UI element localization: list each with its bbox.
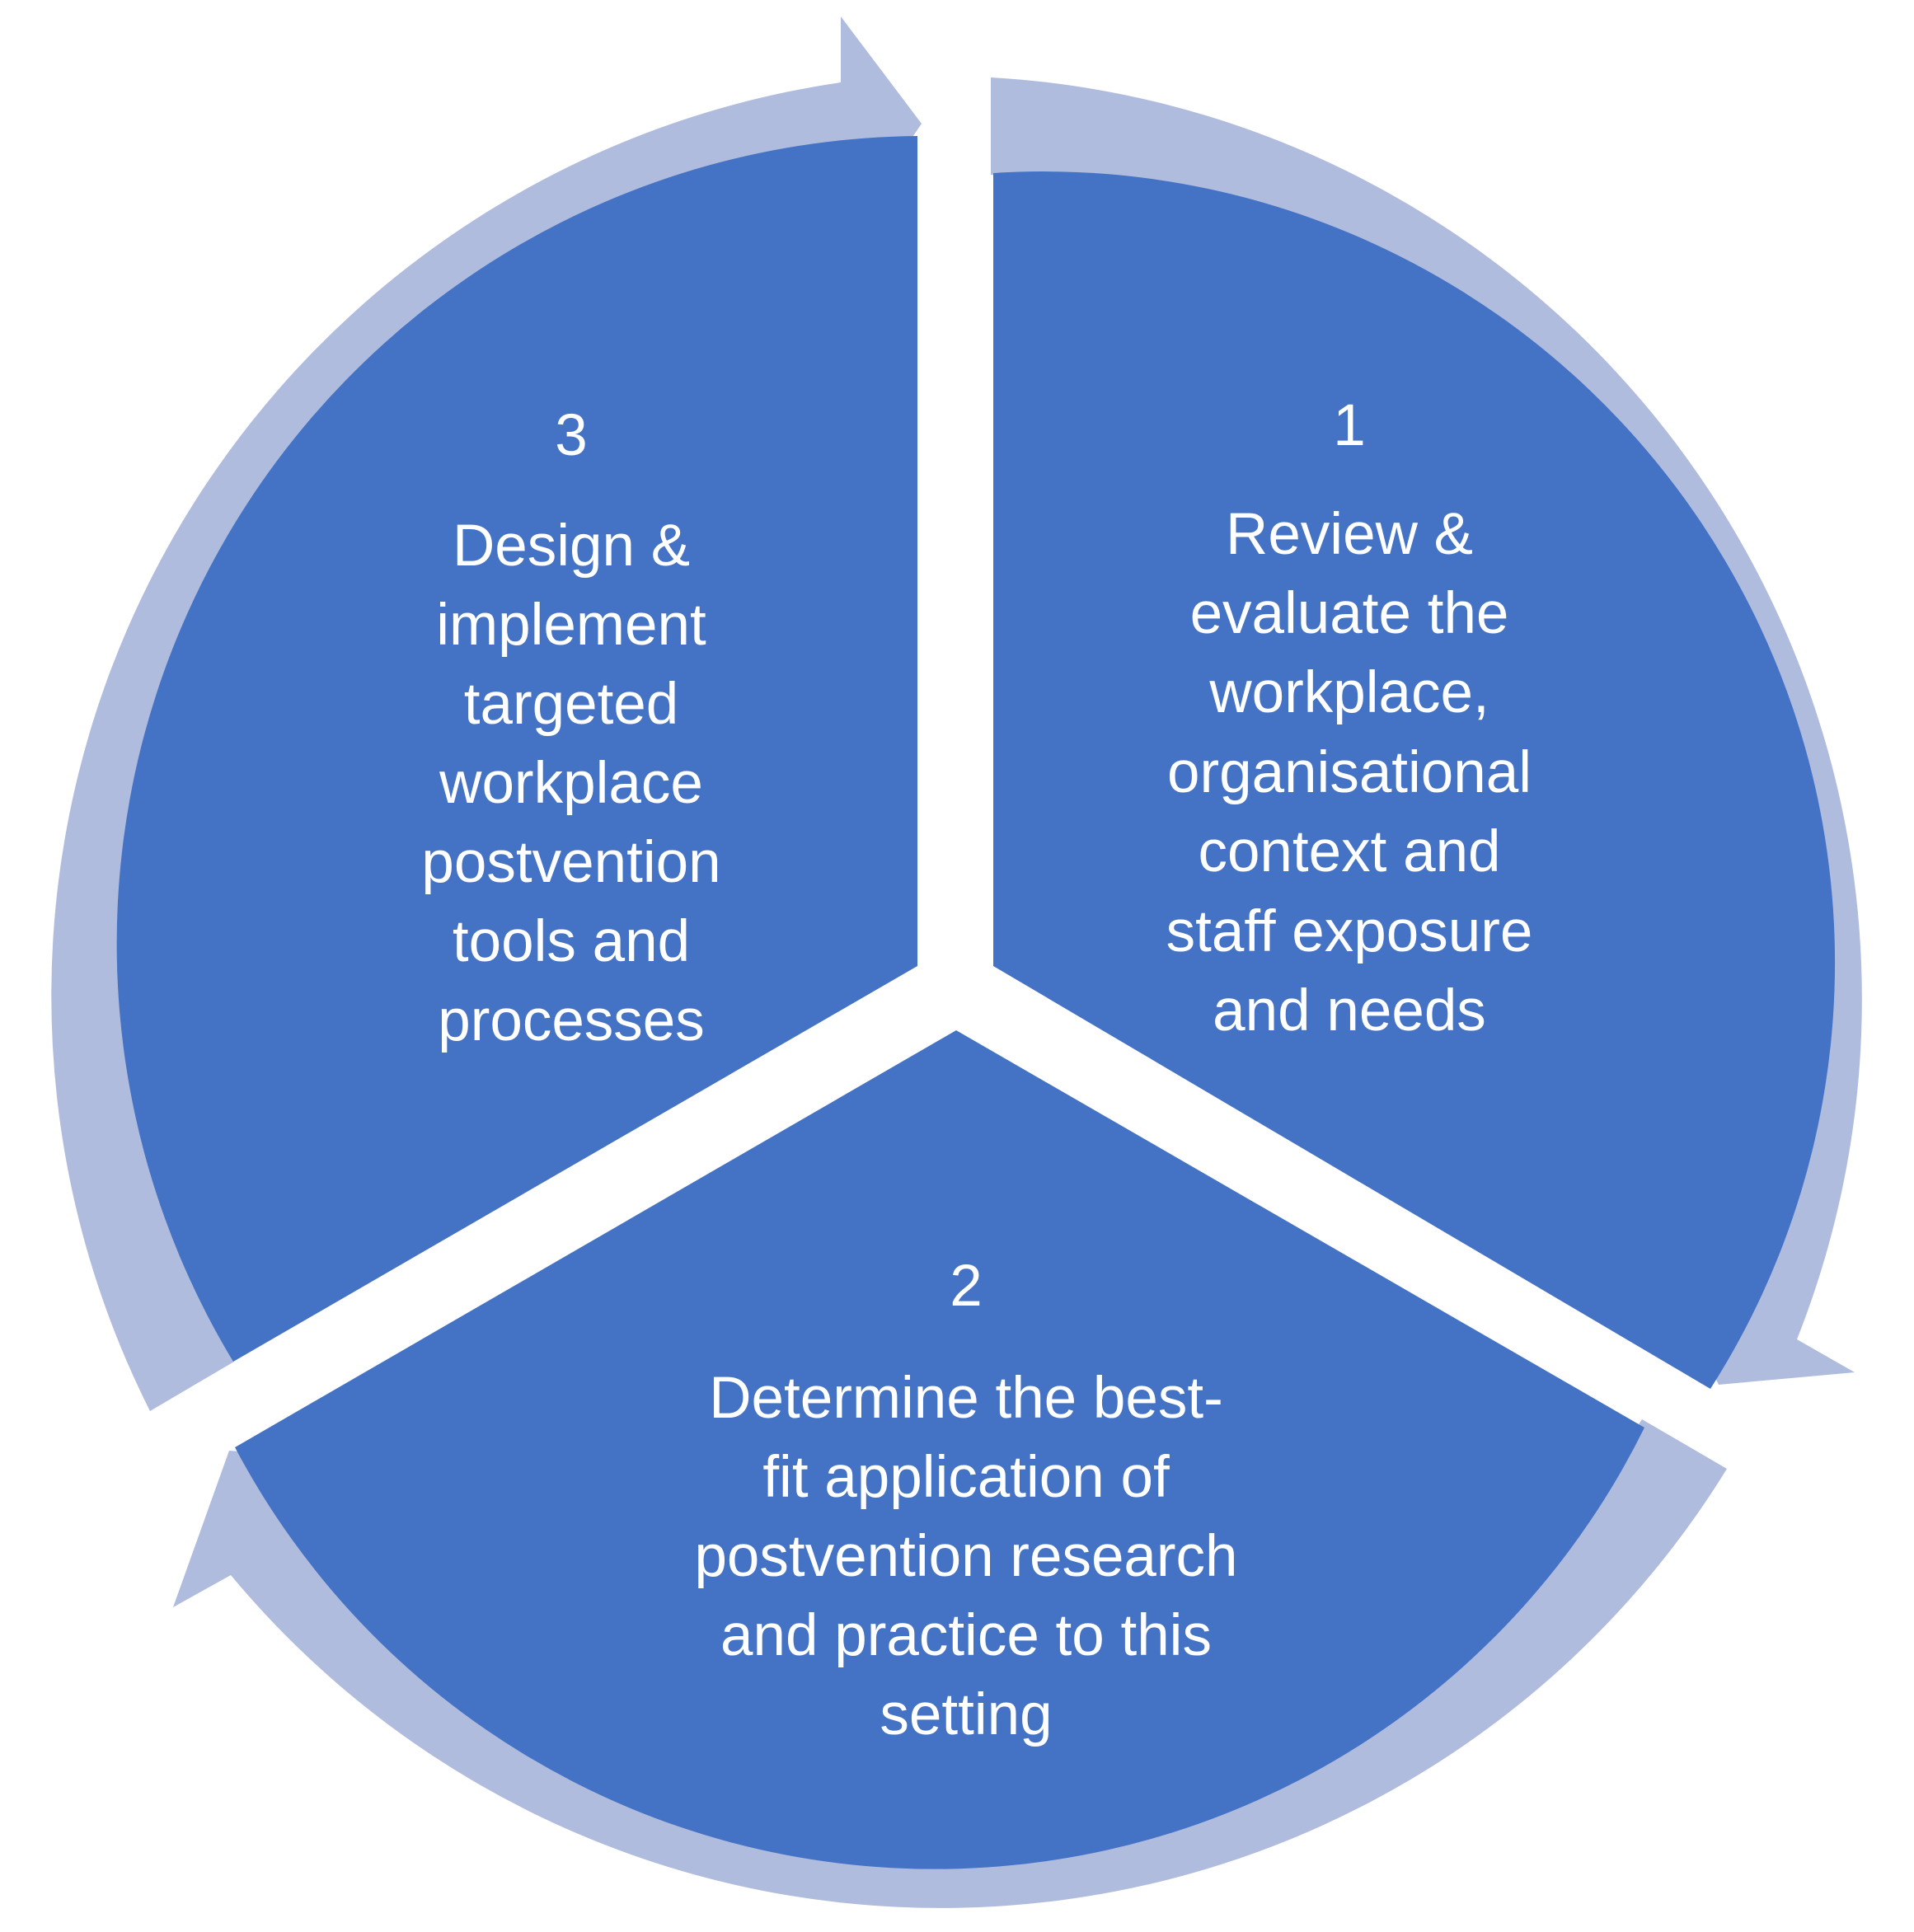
step-3-text-line: targeted (464, 672, 679, 737)
step-3-label: 3 Design & implement targeted workplace … (421, 403, 720, 1053)
step-1-label: 1 Review & evaluate the workplace, organ… (1166, 393, 1533, 1043)
segment-step3 (116, 136, 918, 1362)
step-3-text-line: processes (438, 988, 705, 1053)
step-2-text-line: fit application of (762, 1445, 1170, 1510)
step-3-number: 3 (555, 403, 588, 468)
step-2-number: 2 (950, 1254, 983, 1319)
step-3-text-line: workplace (439, 751, 703, 816)
step-1-text-line: context and (1198, 819, 1500, 884)
segment-step2 (235, 1030, 1644, 1869)
step-3-text-line: Design & (453, 513, 690, 579)
step-2-text-line: Determine the best- (709, 1366, 1223, 1431)
pie-segments (116, 136, 1836, 1869)
step-3-text-line: postvention (421, 830, 720, 895)
step-2-text-line: setting (880, 1682, 1052, 1747)
step-2-text-line: postvention research (694, 1524, 1237, 1589)
segment-step1 (993, 171, 1836, 1390)
step-3-text-line: tools and (453, 909, 690, 974)
step-2-label: 2 Determine the best- fit application of… (694, 1254, 1237, 1747)
step-1-text-line: organisational (1167, 740, 1532, 805)
arrow-step2-to-step3 (173, 1419, 1727, 1908)
step-3-text-line: implement (436, 593, 706, 658)
step-1-number: 1 (1333, 393, 1366, 458)
arrow-step1-to-step2 (991, 77, 1862, 1385)
step-1-text-line: and needs (1213, 978, 1486, 1043)
step-1-text-line: workplace, (1208, 660, 1489, 725)
step-1-text-line: staff exposure (1166, 899, 1533, 964)
step-2-text-line: and practice to this (720, 1603, 1212, 1668)
step-1-text-line: evaluate the (1190, 581, 1509, 646)
step-1-text-line: Review & (1226, 502, 1473, 567)
